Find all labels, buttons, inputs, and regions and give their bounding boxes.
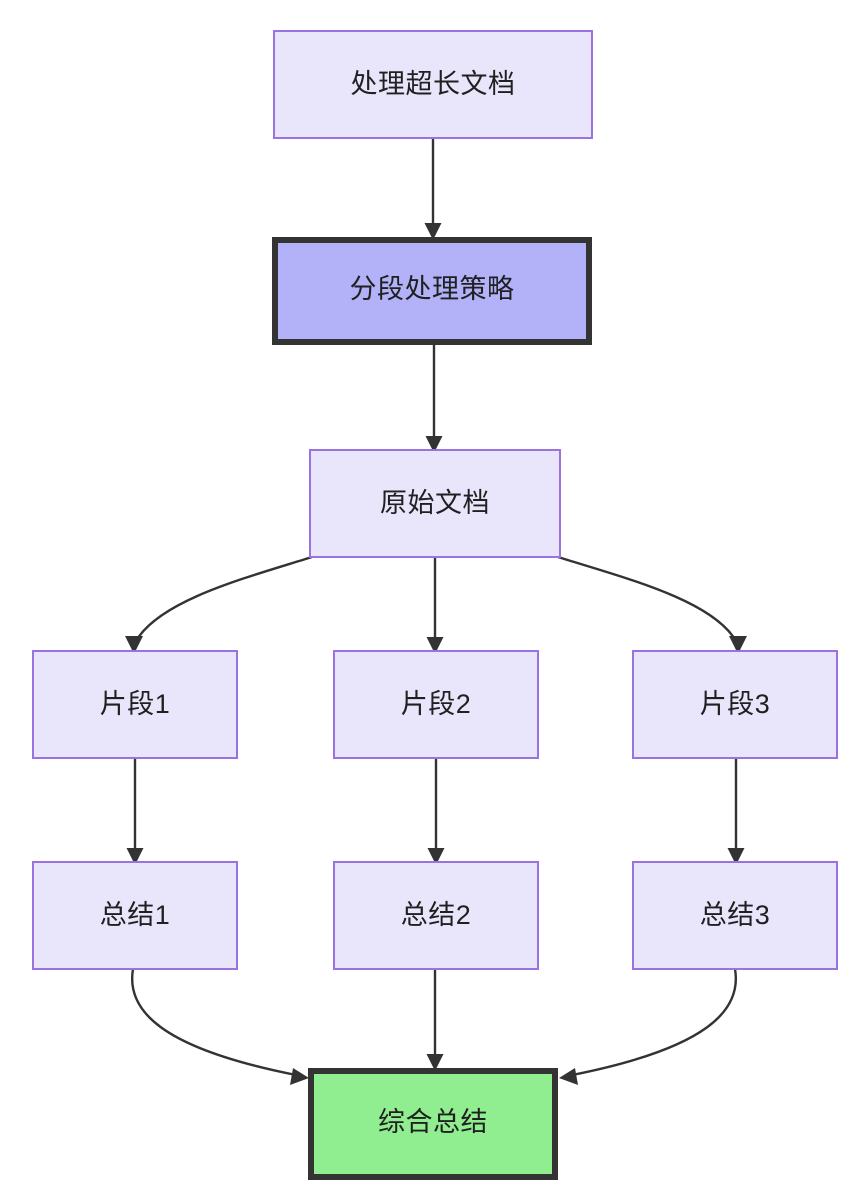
node-strategy-shape[interactable] bbox=[272, 237, 592, 345]
node-doc[interactable]: 处理超长文档 bbox=[273, 30, 593, 139]
arrowhead-icon bbox=[426, 637, 444, 654]
arrowhead-icon bbox=[559, 1068, 578, 1085]
edge-source-to-chunk3 bbox=[557, 555, 747, 654]
node-chunk3-label: 片段3 bbox=[700, 689, 771, 719]
arrowhead-icon bbox=[290, 1068, 309, 1085]
arrowhead-icon bbox=[727, 848, 745, 865]
edge-summary1-to-final bbox=[130, 968, 309, 1085]
node-final-shape[interactable] bbox=[308, 1068, 558, 1180]
node-source-shape[interactable] bbox=[309, 449, 561, 558]
node-chunk2-label: 片段2 bbox=[401, 689, 472, 719]
edge-chunk2-to-summary2 bbox=[427, 758, 445, 865]
node-chunk1-label: 片段1 bbox=[100, 689, 171, 719]
edge-doc-to-strategy bbox=[424, 138, 442, 240]
node-summary3[interactable]: 总结3 bbox=[632, 861, 838, 970]
edge-chunk1-to-summary1 bbox=[126, 758, 144, 865]
node-chunk1-shape[interactable] bbox=[32, 650, 238, 759]
node-chunk1[interactable]: 片段1 bbox=[32, 650, 238, 759]
node-chunk3[interactable]: 片段3 bbox=[632, 650, 838, 759]
node-summary2[interactable]: 总结2 bbox=[333, 861, 539, 970]
edge-summary3-to-final bbox=[559, 968, 738, 1085]
arrowhead-icon bbox=[425, 436, 443, 453]
node-chunk2-shape[interactable] bbox=[333, 650, 539, 759]
node-strategy-label: 分段处理策略 bbox=[350, 274, 515, 304]
node-layer: 处理超长文档 分段处理策略 原始文档 片段1 片段2 bbox=[32, 30, 838, 1180]
node-summary3-label: 总结3 bbox=[700, 900, 771, 930]
node-chunk3-shape[interactable] bbox=[632, 650, 838, 759]
node-final[interactable]: 综合总结 bbox=[308, 1068, 558, 1180]
arrowhead-icon bbox=[424, 223, 442, 240]
edge-layer bbox=[125, 138, 747, 1085]
node-final-label: 综合总结 bbox=[378, 1107, 488, 1137]
node-summary3-shape[interactable] bbox=[632, 861, 838, 970]
node-summary2-label: 总结2 bbox=[401, 900, 472, 930]
arrowhead-icon bbox=[125, 636, 143, 654]
node-chunk2[interactable]: 片段2 bbox=[333, 650, 539, 759]
node-source[interactable]: 原始文档 bbox=[309, 449, 561, 558]
node-summary1-shape[interactable] bbox=[32, 861, 238, 970]
node-summary1[interactable]: 总结1 bbox=[32, 861, 238, 970]
edge-summary2-to-final bbox=[426, 969, 444, 1071]
arrowhead-icon bbox=[427, 848, 445, 865]
arrowhead-icon bbox=[729, 636, 747, 654]
edge-source-to-chunk1 bbox=[125, 555, 313, 654]
node-doc-shape[interactable] bbox=[273, 30, 593, 139]
node-strategy[interactable]: 分段处理策略 bbox=[272, 237, 592, 345]
node-summary2-shape[interactable] bbox=[333, 861, 539, 970]
node-source-label: 原始文档 bbox=[380, 488, 490, 518]
edge-chunk3-to-summary3 bbox=[727, 758, 745, 865]
edge-strategy-to-source bbox=[425, 345, 443, 453]
node-summary1-label: 总结1 bbox=[100, 900, 171, 930]
node-doc-label: 处理超长文档 bbox=[351, 69, 516, 99]
edge-source-to-chunk2 bbox=[426, 557, 444, 654]
arrowhead-icon bbox=[126, 848, 144, 865]
arrowhead-icon bbox=[426, 1054, 444, 1071]
